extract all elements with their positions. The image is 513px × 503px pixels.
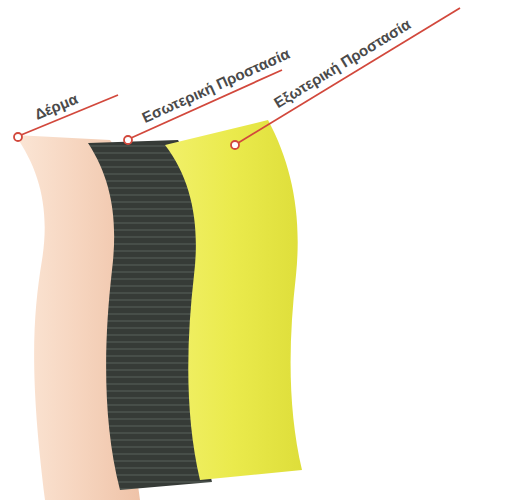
- outer-protection-layer: [165, 120, 302, 480]
- leader-dot: [14, 133, 22, 141]
- leader-line: [238, 8, 460, 143]
- layer-label: Δέρμα: [32, 91, 80, 124]
- layer-label: Εσωτερική Προστασία: [140, 46, 293, 127]
- leader-dot: [231, 141, 239, 149]
- layer-label: Εξωτερική Προστασία: [271, 16, 413, 111]
- leader-dot: [124, 136, 132, 144]
